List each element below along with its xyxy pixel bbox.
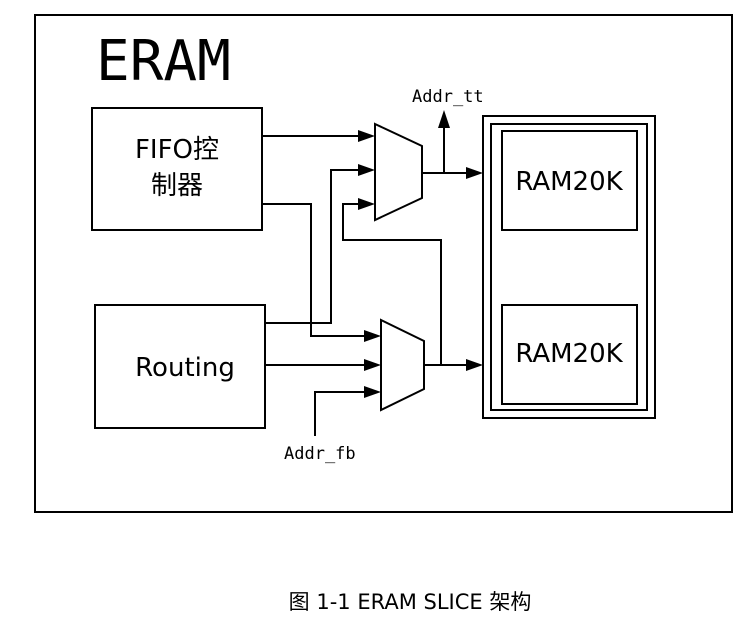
fifo-controller-label-line1: FIFO控	[135, 135, 219, 165]
routing-label: Routing	[135, 353, 235, 383]
wire-feedback-to-mux-top	[342, 203, 442, 365]
arrowhead	[364, 359, 381, 371]
arrowhead	[466, 167, 483, 179]
eram-title: ERAM	[96, 29, 231, 94]
ram20k-bottom-block	[501, 304, 638, 405]
arrowhead	[358, 130, 375, 142]
mux-top	[374, 122, 423, 222]
ram20k-top-block	[501, 130, 638, 231]
fifo-controller-label-line2: 制器	[151, 171, 203, 201]
routing-block	[94, 304, 266, 429]
arrowhead	[358, 164, 375, 176]
arrowhead	[438, 110, 450, 128]
wire-fifo-to-mux-bottom	[262, 203, 364, 337]
addr-fb-label: Addr_fb	[284, 444, 356, 464]
arrowhead	[364, 330, 381, 342]
wire-routing-to-mux-top	[265, 169, 358, 324]
ram20k-bottom-label: RAM20K	[515, 339, 623, 369]
arrowhead	[358, 198, 375, 210]
mux-bottom	[380, 318, 425, 412]
wire-addr-fb	[314, 391, 364, 436]
fifo-controller-block	[91, 107, 263, 231]
arrowhead	[364, 386, 381, 398]
addr-tt-label: Addr_tt	[412, 87, 484, 107]
ram20k-top-label: RAM20K	[515, 167, 623, 197]
figure-caption: 图 1-1 ERAM SLICE 架构	[289, 590, 532, 614]
arrowhead	[466, 359, 483, 371]
